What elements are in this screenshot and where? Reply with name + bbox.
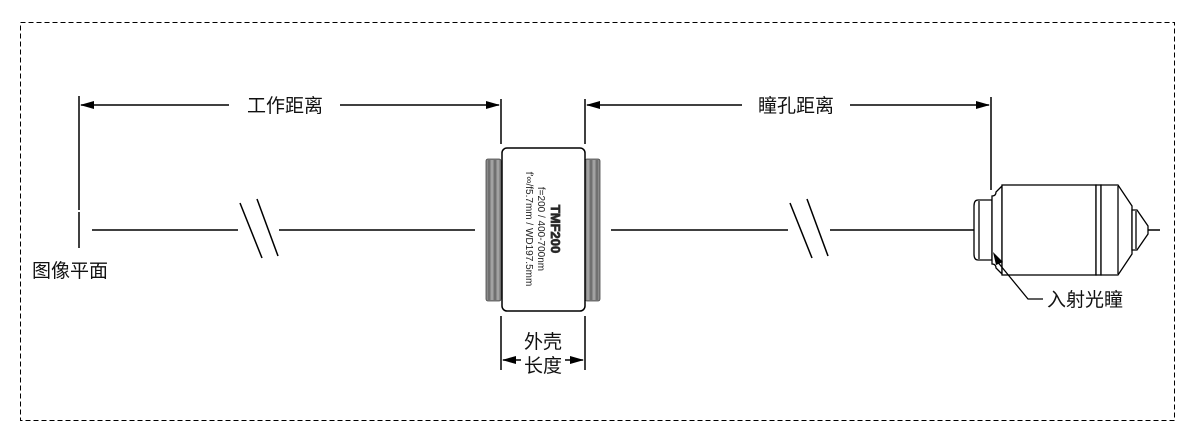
tube-lens-spec-line1: f=200 / 400-700nm bbox=[535, 187, 546, 271]
objective-body bbox=[1001, 184, 1097, 276]
tube-lens-body bbox=[501, 147, 586, 312]
objective-nose bbox=[1100, 184, 1133, 276]
pupil-distance-dimension: 瞳孔距离 bbox=[584, 95, 992, 190]
housing-length-label-line2: 长度 bbox=[524, 355, 562, 377]
axis-break-mark-1b bbox=[256, 198, 279, 257]
objective-rear-flange bbox=[973, 199, 993, 261]
entrance-pupil-leader-line bbox=[995, 259, 1043, 300]
tube-lens-engraving: TMF200 f=200 / 400-700nm f'∞/f5.7mm / WD… bbox=[523, 172, 563, 287]
housing-length-dimension: 外壳 长度 bbox=[500, 316, 586, 377]
objective-ring bbox=[1095, 184, 1102, 276]
tube-lens-model: TMF200 bbox=[548, 205, 563, 253]
left-thread bbox=[485, 158, 502, 302]
pupil-distance-label: 瞳孔距离 bbox=[758, 95, 834, 117]
right-thread bbox=[584, 158, 601, 302]
tube-lens-spec-line2: f'∞/f5.7mm / WD197.5mm bbox=[523, 172, 534, 287]
axis-break-mark-2b bbox=[806, 198, 829, 257]
working-distance-dimension: 工作距离 bbox=[78, 95, 502, 248]
housing-length-label-line1: 外壳 bbox=[524, 331, 562, 353]
diagram-frame bbox=[20, 22, 1175, 421]
axis-break-mark-2a bbox=[789, 202, 813, 259]
image-plane-label: 图像平面 bbox=[32, 260, 108, 282]
entrance-pupil-arrowhead bbox=[993, 252, 1003, 265]
entrance-pupil-label: 入射光瞳 bbox=[1047, 289, 1123, 311]
objective-lens bbox=[973, 184, 1149, 276]
axis-break-mark-1a bbox=[239, 202, 263, 259]
tube-lens: TMF200 f=200 / 400-700nm f'∞/f5.7mm / WD… bbox=[485, 147, 601, 312]
entrance-pupil-callout: 入射光瞳 bbox=[993, 252, 1123, 311]
working-distance-label: 工作距离 bbox=[247, 95, 323, 117]
objective-front-lens bbox=[1131, 209, 1149, 251]
